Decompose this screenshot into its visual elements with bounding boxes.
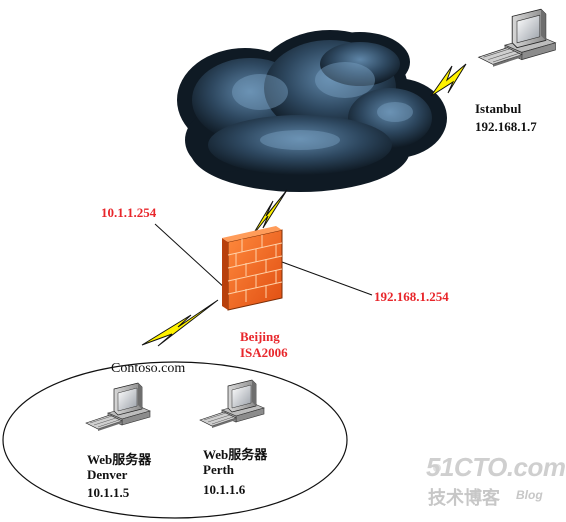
denver-computer-icon bbox=[85, 382, 151, 432]
istanbul-ip-label: 192.168.1.7 bbox=[475, 119, 537, 134]
istanbul-name-label: Istanbul bbox=[475, 101, 522, 116]
istanbul-computer-icon bbox=[478, 8, 557, 68]
watermark-logo-icon bbox=[433, 464, 441, 472]
internet-cloud-icon bbox=[177, 30, 447, 192]
watermark-subtitle: 技术博客 bbox=[428, 488, 500, 508]
watermark-tag: Blog bbox=[516, 488, 543, 502]
perth-role-label: Web服务器 bbox=[203, 447, 268, 462]
perth-computer-icon bbox=[199, 379, 265, 429]
denver-name-label: Denver bbox=[87, 467, 128, 482]
denver-role-label: Web服务器 bbox=[87, 452, 152, 467]
internal-ip-label: 10.1.1.254 bbox=[101, 205, 157, 220]
lan-boundary bbox=[2, 361, 348, 519]
domain-label: Contoso.com bbox=[111, 361, 186, 376]
leader-line bbox=[281, 261, 373, 296]
external-ip-label: 192.168.1.254 bbox=[374, 289, 449, 304]
denver-ip-label: 10.1.1.5 bbox=[87, 485, 130, 500]
perth-name-label: Perth bbox=[203, 462, 235, 477]
lightning-link-icon bbox=[430, 63, 467, 97]
firewall-product-label: ISA2006 bbox=[240, 345, 288, 360]
lightning-link-icon bbox=[141, 299, 219, 347]
firewall-brick-icon bbox=[222, 226, 283, 311]
watermark-site: 51CTO.com bbox=[426, 452, 566, 482]
perth-ip-label: 10.1.1.6 bbox=[203, 482, 246, 497]
firewall-name-label: Beijing bbox=[240, 329, 280, 344]
lightning-link-icon bbox=[251, 189, 288, 237]
